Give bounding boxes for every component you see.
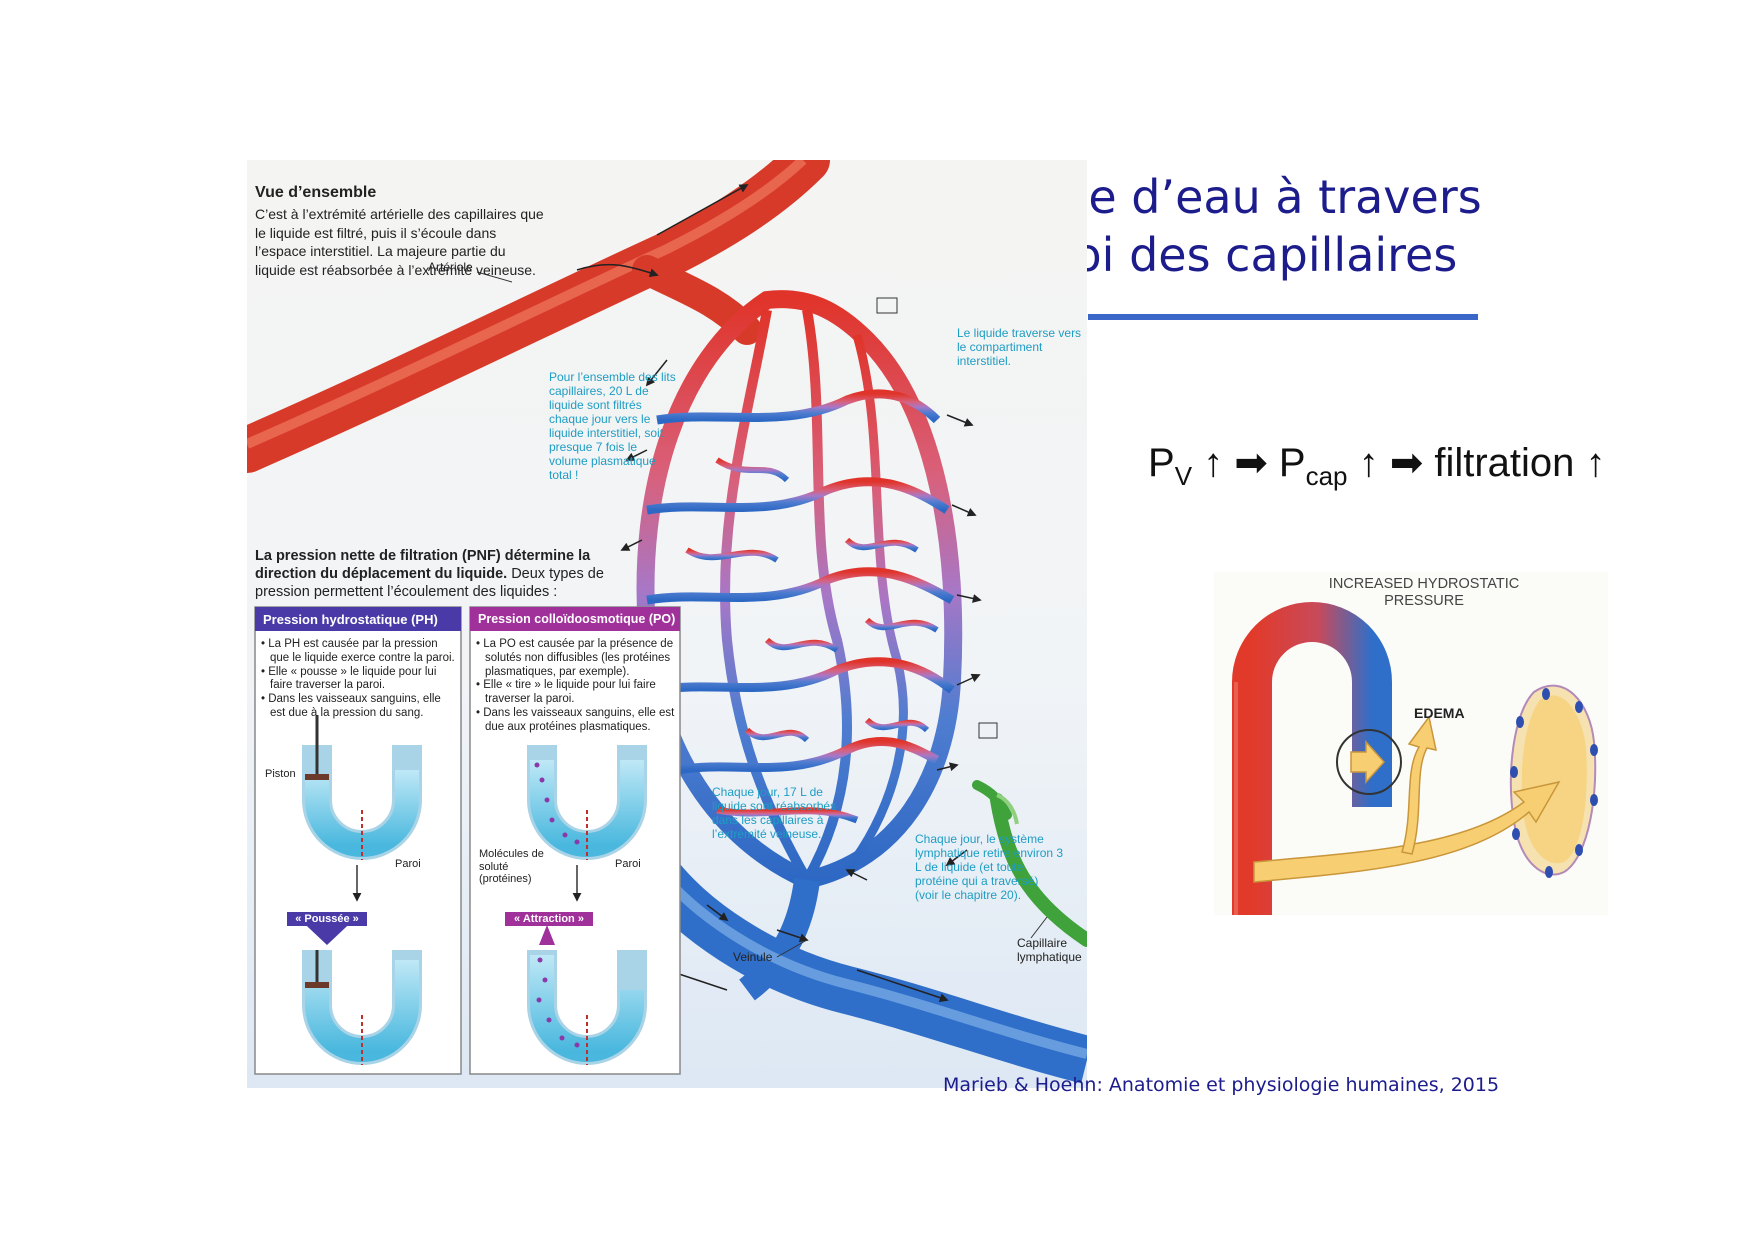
box-ph-list: La PH est causée par la pression que le … bbox=[261, 638, 457, 721]
detail-box-venous bbox=[978, 722, 998, 739]
formula-sub-cap: cap bbox=[1305, 461, 1348, 491]
label-lymphatic-capillary-1: Capillaire bbox=[1017, 936, 1068, 950]
label-edema: EDEMA bbox=[1414, 705, 1465, 721]
box-po-item: Elle « tire » le liquide pour lui faire … bbox=[476, 679, 676, 707]
box-ph-item: La PH est causée par la pression que le … bbox=[261, 638, 457, 666]
capillary-bed-illustration bbox=[247, 160, 1087, 1088]
pressure-formula: PV ↑ ➡ Pcap ↑ ➡ filtration ↑ bbox=[1148, 440, 1606, 492]
u-tube-po-top bbox=[527, 745, 647, 860]
box-ph-item: Dans les vaisseaux sanguins, elle est du… bbox=[261, 693, 457, 721]
u-tube-ph-top bbox=[302, 715, 422, 860]
flow-to-tissue-arrow bbox=[1253, 780, 1561, 883]
pnf-heading-rest: Deux types de pression permettent l’écou… bbox=[255, 566, 604, 600]
citation: Marieb & Hoehn: Anatomie et physiologie … bbox=[943, 1074, 1500, 1096]
u-tube-po-bottom bbox=[527, 950, 647, 1065]
label-arteriole: Artériole bbox=[428, 260, 473, 274]
pull-indicator bbox=[539, 925, 555, 945]
inset-title: INCREASED HYDROSTATIC PRESSURE bbox=[1328, 576, 1520, 609]
filtration-highlight-circle bbox=[1336, 729, 1402, 795]
label-veinule: Veinule bbox=[733, 950, 773, 964]
title-underline bbox=[1088, 314, 1478, 320]
box-ph-item: Elle « pousse » le liquide pour lui fair… bbox=[261, 666, 457, 694]
capillary-loop bbox=[1232, 602, 1392, 915]
box-po-list: La PO est causée par la présence de solu… bbox=[476, 638, 676, 735]
lymphatic-capillary bbox=[990, 793, 1087, 947]
label-piston: Piston bbox=[265, 768, 296, 780]
label-molecules: Molécules de soluté (protéines) bbox=[479, 848, 544, 885]
edema-illustration bbox=[1232, 602, 1598, 915]
overview-text: C’est à l’extrémité artérielle des capil… bbox=[255, 206, 544, 278]
formula-arrow2: ↑ ➡ filtration ↑ bbox=[1347, 441, 1606, 485]
capillary-exchange-figure: Vue d’ensemble C’est à l’extrémité artér… bbox=[247, 160, 1087, 1088]
note-filtered-volume: Pour l’ensemble des lits capillaires, 20… bbox=[549, 370, 676, 482]
box-po-title: Pression colloïdoosmotique (PO) bbox=[478, 612, 676, 626]
note-liquid-crosses: Le liquide traverse vers le compartiment… bbox=[957, 326, 1082, 368]
detail-box-arterial bbox=[876, 297, 898, 314]
filtration-arrow bbox=[1350, 740, 1386, 784]
note-reabsorbed-volume: Chaque jour, 17 L de liquide sont réabso… bbox=[712, 785, 837, 841]
formula-sub-v: V bbox=[1174, 461, 1193, 491]
formula-arrow1: ↑ ➡ bbox=[1192, 441, 1279, 485]
box-po-item: La PO est causée par la présence de solu… bbox=[476, 638, 676, 679]
formula-p2: P bbox=[1278, 441, 1306, 485]
tag-attraction: « Attraction » bbox=[505, 912, 593, 926]
tag-poussee: « Poussée » bbox=[287, 912, 367, 926]
box-ph-header bbox=[255, 607, 461, 631]
pnf-heading-bold: La pression nette de filtration (PNF) dé… bbox=[255, 548, 591, 582]
note-lymphatic-volume: Chaque jour, le système lymphatique reti… bbox=[915, 832, 1064, 902]
u-tube-ph-bottom bbox=[302, 950, 422, 1065]
edema-inset: INCREASED HYDROSTATIC PRESSURE EDEMA bbox=[1214, 572, 1608, 915]
formula-p1: P bbox=[1148, 441, 1175, 485]
pnf-heading: La pression nette de filtration (PNF) dé… bbox=[255, 547, 625, 601]
capillary-network bbox=[636, 290, 963, 890]
label-paroi-ph: Paroi bbox=[395, 858, 421, 870]
box-po-header bbox=[470, 607, 680, 631]
box-po-item: Dans les vaisseaux sanguins, elle est du… bbox=[476, 707, 676, 735]
label-paroi-po: Paroi bbox=[615, 858, 641, 870]
box-ph-title: Pression hydrostatique (PH) bbox=[263, 612, 438, 627]
overview-heading: Vue d’ensemble bbox=[255, 184, 377, 201]
label-lymphatic-capillary-2: lymphatique bbox=[1017, 950, 1082, 964]
leak-arrow bbox=[1401, 715, 1437, 855]
